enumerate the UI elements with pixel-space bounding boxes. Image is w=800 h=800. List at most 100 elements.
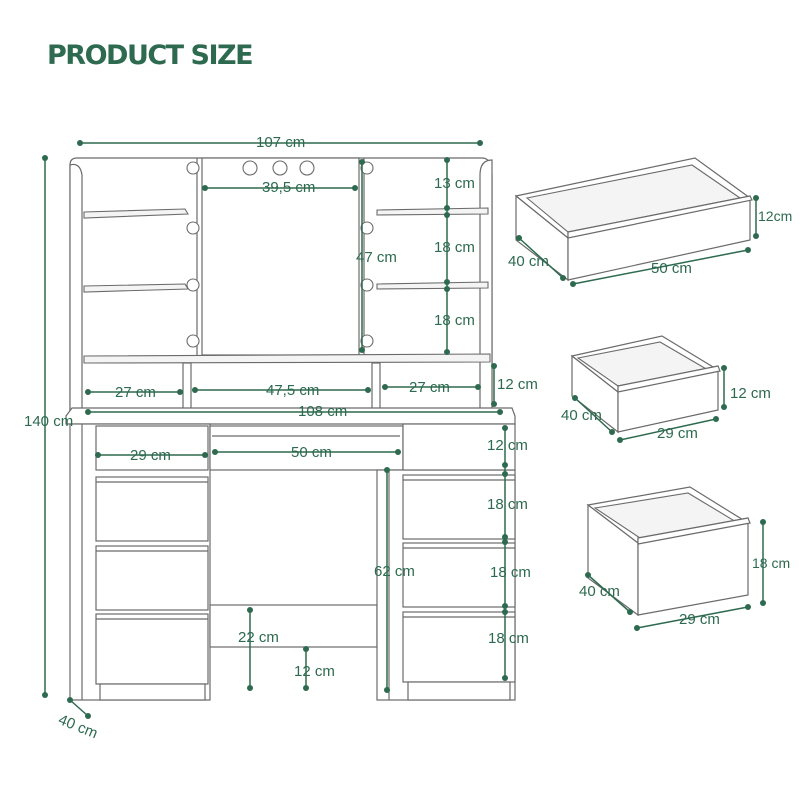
dim-dot xyxy=(85,713,91,719)
dim-dot xyxy=(444,212,450,218)
dim-drawer-width xyxy=(619,418,717,441)
label-center-drawer-width: 50 cm xyxy=(291,444,332,461)
left-drawer-1 xyxy=(95,425,209,471)
dimension-labels: 107 cm 39,5 cm 13 cm 18 cm 47 cm 18 cm 2… xyxy=(24,134,538,742)
left-drawer-3 xyxy=(95,545,209,611)
dimension-lines xyxy=(42,140,508,719)
dim-dot xyxy=(617,437,623,443)
mirror-light xyxy=(360,161,374,175)
drawer-detail-small: 12 cm 40 cm 29 cm xyxy=(561,335,771,443)
dim-dot xyxy=(444,205,450,211)
left-drawer-4 xyxy=(95,613,209,685)
label-depth: 40 cm xyxy=(56,711,100,742)
mirror-light xyxy=(299,160,315,176)
dim-dot xyxy=(634,625,640,631)
dim-drawer-depth xyxy=(574,397,613,433)
label-shelf-gap-low: 18 cm xyxy=(434,312,475,329)
dim-dot xyxy=(382,384,388,390)
dim-dot xyxy=(491,401,497,407)
dim-dot xyxy=(67,697,73,703)
dim-depth xyxy=(69,699,89,717)
mirror-light xyxy=(360,221,374,235)
label-shelf-gap-top: 13 cm xyxy=(434,175,475,192)
dim-dot xyxy=(85,409,91,415)
dim-dot xyxy=(760,519,766,525)
mirror-panel xyxy=(201,157,360,356)
mirror-light xyxy=(186,334,200,348)
label-center-drawer-height: 12 cm xyxy=(487,437,528,454)
dim-dot xyxy=(477,140,483,146)
label-shelf-gap-mid: 18 cm xyxy=(434,239,475,256)
right-shelf xyxy=(376,281,489,290)
dim-dot xyxy=(713,416,719,422)
dim-dot xyxy=(627,609,633,615)
label-compartment-height: 12 cm xyxy=(497,376,538,393)
mirror-light xyxy=(186,221,200,235)
dim-dot xyxy=(502,471,508,477)
dim-dot xyxy=(42,155,48,161)
dim-dot xyxy=(95,452,101,458)
right-drawer-0 xyxy=(402,423,516,471)
left-plinth xyxy=(99,683,206,701)
dim-dot xyxy=(502,462,508,468)
dim-dot xyxy=(384,467,390,473)
compartment-divider xyxy=(182,362,192,411)
right-shelf xyxy=(376,207,489,216)
label-drawer-width: 50 cm xyxy=(651,260,692,277)
dim-dot xyxy=(247,607,253,613)
label-center-compartment: 47,5 cm xyxy=(266,382,319,399)
left-shelf xyxy=(83,208,189,219)
label-total-height: 140 cm xyxy=(24,413,73,430)
desk-top xyxy=(65,407,516,425)
drawer-detail-large: 12cm 40 cm 50 cm xyxy=(508,157,792,287)
label-knee-height: 62 cm xyxy=(374,563,415,580)
label-drawer-height: 12 cm xyxy=(730,385,771,402)
dim-dot xyxy=(502,539,508,545)
dim-dot xyxy=(444,157,450,163)
drawer-front-lip xyxy=(567,195,753,239)
dim-dot xyxy=(42,692,48,698)
label-drawer-width: 29 cm xyxy=(679,611,720,628)
dim-drawer-width xyxy=(636,606,749,629)
hutch-bottom-shelf xyxy=(83,353,491,364)
label-mirror-width: 39,5 cm xyxy=(262,179,315,196)
dim-dot xyxy=(444,279,450,285)
dim-dot xyxy=(745,604,751,610)
dim-drawer-depth xyxy=(518,237,564,279)
mirror-light xyxy=(186,278,200,292)
right-drawer-1 xyxy=(402,474,516,540)
dim-drawer-depth xyxy=(587,574,631,613)
left-drawer-2 xyxy=(95,476,209,542)
dim-dot xyxy=(444,349,450,355)
dim-dot xyxy=(384,687,390,693)
dim-dot xyxy=(609,429,615,435)
dim-dot xyxy=(475,384,481,390)
dim-dot xyxy=(77,140,83,146)
label-left-drawer-width: 29 cm xyxy=(130,447,171,464)
dim-dot xyxy=(444,286,450,292)
label-right-drawer-3-height: 18 cm xyxy=(488,630,529,647)
dim-dot xyxy=(585,572,591,578)
dim-dot xyxy=(202,452,208,458)
label-hutch-width: 107 cm xyxy=(256,134,305,151)
dim-dot xyxy=(352,185,358,191)
label-right-drawer-1-height: 18 cm xyxy=(487,496,528,513)
label-drawer-height: 18 cm xyxy=(752,555,790,571)
dim-dot xyxy=(303,685,309,691)
dim-dot xyxy=(721,365,727,371)
dim-dot xyxy=(359,347,365,353)
left-shelf xyxy=(83,283,189,293)
mirror-light xyxy=(186,161,200,175)
dim-dot xyxy=(202,185,208,191)
label-drawer-width: 29 cm xyxy=(657,425,698,442)
dim-dot xyxy=(753,195,759,201)
label-right-drawer-2-height: 18 cm xyxy=(490,564,531,581)
compartment-divider xyxy=(371,362,381,411)
dim-dot xyxy=(395,449,401,455)
dim-dot xyxy=(753,233,759,239)
dim-dot xyxy=(502,425,508,431)
mirror-light xyxy=(360,278,374,292)
vanity-illustration xyxy=(65,157,516,701)
dim-dot xyxy=(516,235,522,241)
